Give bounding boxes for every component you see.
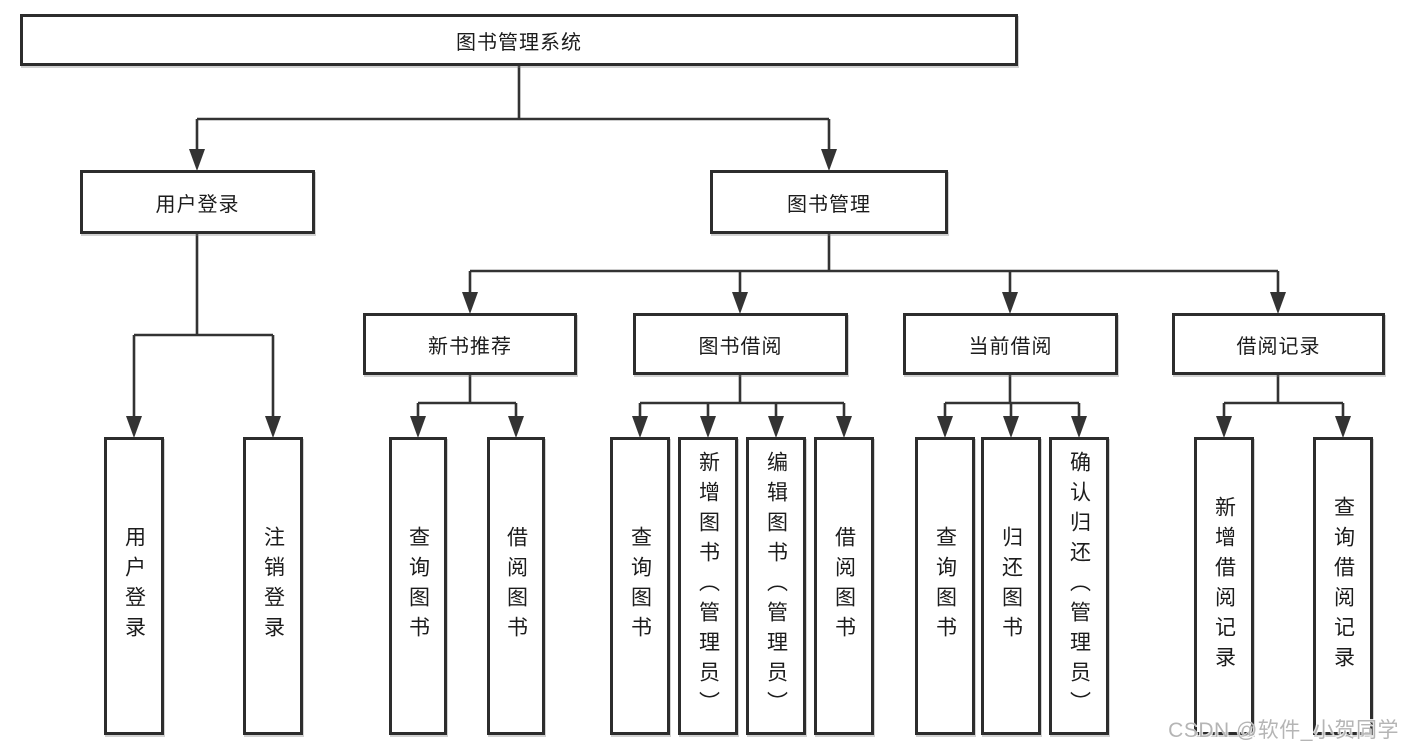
node-label: 借阅记录 — [1236, 335, 1321, 358]
leaf-borrowing-add-books-admin: 新增图书（管理员） — [678, 437, 738, 735]
node-label: 注销登录 — [261, 526, 285, 646]
node-label: 用户登录 — [122, 526, 146, 646]
node-label: 查询借阅记录 — [1331, 496, 1355, 676]
node-label: 借阅图书 — [504, 526, 528, 646]
leaf-current-confirm-return-admin: 确认归还（管理员） — [1049, 437, 1109, 735]
node-label: 编辑图书（管理员） — [764, 451, 788, 721]
csdn-watermark: CSDN @软件_小贺同学 — [1168, 719, 1399, 742]
node-label: 用户登录 — [155, 193, 240, 216]
leaf-records-add-record: 新增借阅记录 — [1194, 437, 1254, 735]
leaf-newbook-query-books: 查询图书 — [389, 437, 447, 735]
node-root: 图书管理系统 — [20, 14, 1018, 66]
node-label: 查询图书 — [406, 526, 430, 646]
node-borrow-records: 借阅记录 — [1172, 313, 1385, 375]
leaf-user-login: 用户登录 — [104, 437, 164, 735]
leaf-current-query-books: 查询图书 — [915, 437, 975, 735]
node-label: 当前借阅 — [968, 335, 1053, 358]
node-label: 归还图书 — [999, 526, 1023, 646]
arrowheads — [126, 149, 1351, 438]
node-user-login: 用户登录 — [80, 170, 315, 234]
node-label: 新增图书（管理员） — [696, 451, 720, 721]
leaf-logout: 注销登录 — [243, 437, 303, 735]
node-label: 图书借阅 — [698, 335, 783, 358]
leaf-current-return-books: 归还图书 — [981, 437, 1041, 735]
node-label: 借阅图书 — [832, 526, 856, 646]
leaf-borrowing-query-books: 查询图书 — [610, 437, 670, 735]
leaf-newbook-borrow-books: 借阅图书 — [487, 437, 545, 735]
node-label: 查询图书 — [628, 526, 652, 646]
node-label: 新书推荐 — [428, 335, 512, 358]
node-label: 查询图书 — [933, 526, 957, 646]
node-label: 图书管理 — [787, 193, 871, 216]
node-label: 确认归还（管理员） — [1067, 451, 1091, 721]
node-current-borrowing: 当前借阅 — [903, 313, 1118, 375]
leaf-borrowing-borrow-books: 借阅图书 — [814, 437, 874, 735]
node-label: 图书管理系统 — [456, 31, 582, 54]
node-book-management: 图书管理 — [710, 170, 948, 234]
leaf-records-query-record: 查询借阅记录 — [1313, 437, 1373, 735]
node-label: 新增借阅记录 — [1212, 496, 1236, 676]
node-new-book-recommend: 新书推荐 — [363, 313, 577, 375]
leaf-borrowing-edit-books-admin: 编辑图书（管理员） — [746, 437, 806, 735]
node-book-borrowing: 图书借阅 — [633, 313, 848, 375]
